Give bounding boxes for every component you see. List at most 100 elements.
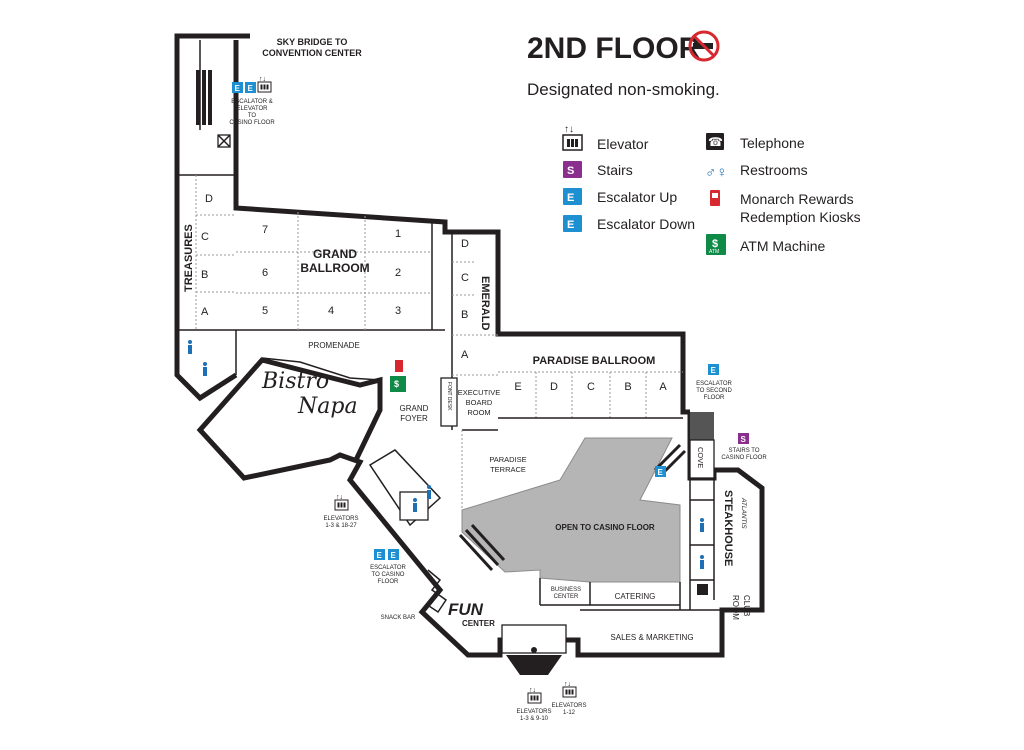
open-casino-label: OPEN TO CASINO FLOOR xyxy=(555,523,655,532)
elevators-bottom-2: 1-3 & 9-10 xyxy=(520,716,549,722)
legend-telephone-label: Telephone xyxy=(740,135,805,151)
restroom-elevator-bank-icon xyxy=(413,498,417,512)
legend-kiosk-icon xyxy=(710,190,720,206)
elevators-right-1: ELEVATORS xyxy=(551,703,586,709)
ballroom-5: 5 xyxy=(262,305,268,317)
business-center-1: BUSINESS xyxy=(551,587,581,593)
ballroom-4: 4 xyxy=(328,305,334,317)
svg-text:↑↓: ↑↓ xyxy=(564,124,574,135)
grand-ballroom-grid xyxy=(236,212,433,330)
treasures-room-d: D xyxy=(205,193,213,205)
ballroom-6: 6 xyxy=(262,267,268,279)
grand-ballroom-label-2: BALLROOM xyxy=(300,261,369,275)
svg-text:E: E xyxy=(711,366,717,375)
steakhouse-area xyxy=(689,478,715,610)
snack-bar-label: SNACK BAR xyxy=(381,615,416,621)
sky-bridge-label-2: CONVENTION CENTER xyxy=(262,48,362,58)
legend-escalator-down-icon: E xyxy=(563,215,582,232)
business-catering xyxy=(539,578,722,611)
escalator-up-map-icon: E xyxy=(232,82,243,93)
bistro-label: Bistro xyxy=(261,369,329,394)
treasures-room-b: B xyxy=(201,269,208,281)
paradise-ballroom-label: PARADISE BALLROOM xyxy=(533,355,656,367)
svg-text:☎: ☎ xyxy=(708,135,723,149)
sales-marketing-label: SALES & MARKETING xyxy=(610,633,693,642)
legend-stairs-label: Stairs xyxy=(597,162,633,178)
elevator-bridge-map-icon: ↑↓ xyxy=(257,76,272,93)
fun-center-label-1: FUN xyxy=(448,600,484,619)
escalator-second-2-map-icon: E xyxy=(655,466,666,477)
paradise-terrace-2: TERRACE xyxy=(490,465,526,474)
esc-casino-2: TO CASINO xyxy=(372,572,405,578)
elevators-left-1: ELEVATORS xyxy=(323,516,358,522)
legend-restrooms-icon: ♂♀ xyxy=(705,164,728,181)
atm-map-icon: $ xyxy=(390,376,406,392)
ballroom-3: 3 xyxy=(395,305,401,317)
sky-bridge-label-1: SKY BRIDGE TO xyxy=(277,37,348,47)
exec-board-2: BOARD xyxy=(466,398,493,407)
escalator-second-map-icon: E xyxy=(708,364,719,375)
legend-atm-icon: $ ATM xyxy=(706,234,726,255)
emerald-label: EMERALD xyxy=(479,276,491,330)
paradise-room-a: A xyxy=(659,381,667,393)
treasures-room-a: A xyxy=(201,306,209,318)
room-label: ROOM xyxy=(731,595,740,620)
svg-text:↑↓: ↑↓ xyxy=(564,681,571,688)
restroom-elevator-bank-2-icon xyxy=(427,485,431,499)
svg-text:E: E xyxy=(391,551,397,560)
legend-escalator-up-label: Escalator Up xyxy=(597,189,677,205)
legend-telephone-icon: ☎ xyxy=(706,133,724,150)
elevator-right-map-icon: ↑↓ xyxy=(562,681,577,698)
stairs-casino-2: CASINO FLOOR xyxy=(721,455,767,461)
grand-ballroom-label-1: GRAND xyxy=(313,247,357,261)
fun-center-label-2: CENTER xyxy=(462,619,495,628)
atlantis-label: ATLANTIS xyxy=(740,497,747,529)
svg-text:E: E xyxy=(377,551,383,560)
paradise-room-e: E xyxy=(514,381,521,393)
svg-text:E: E xyxy=(248,84,254,93)
escalator-casino-down-icon: E xyxy=(388,549,399,560)
kiosk-map-icon xyxy=(395,360,403,372)
svg-text:$: $ xyxy=(712,238,718,250)
legend: ↑↓ Elevator S Stairs E Escalator Up E Es… xyxy=(562,124,861,255)
nonsmoking-subtitle: Designated non-smoking. xyxy=(527,80,720,99)
ballroom-7: 7 xyxy=(262,224,268,236)
exec-board-3: ROOM xyxy=(467,408,490,417)
legend-atm-label: ATM Machine xyxy=(740,238,826,254)
stairs-casino-1: STAIRS TO xyxy=(728,448,759,454)
legend-restrooms-label: Restrooms xyxy=(740,162,808,178)
svg-text:S: S xyxy=(741,435,747,444)
promenade-label: PROMENADE xyxy=(308,341,360,350)
napa-label: Napa xyxy=(297,394,358,419)
treasures-room-c: C xyxy=(201,231,209,243)
paradise-room-c: C xyxy=(587,381,595,393)
elevator-left-map-icon: ↑↓ xyxy=(334,494,349,511)
legend-elevator-icon: ↑↓ xyxy=(562,124,583,151)
elevators-left-2: 1-3 & 18-27 xyxy=(325,523,357,529)
floor-header: 2ND FLOOR Designated non-smoking. xyxy=(527,30,720,99)
svg-text:♂♀: ♂♀ xyxy=(705,164,728,181)
catering-label: CATERING xyxy=(615,592,656,601)
business-center-2: CENTER xyxy=(554,594,579,600)
paradise-ballroom-grid xyxy=(461,371,683,510)
svg-text:↑↓: ↑↓ xyxy=(529,687,536,694)
svg-text:E: E xyxy=(658,468,664,477)
treasures-label: TREASURES xyxy=(183,224,195,292)
restroom-left-wing-2-icon xyxy=(203,362,207,376)
treasures-rooms xyxy=(195,175,236,330)
legend-escalator-up-icon: E xyxy=(563,188,582,205)
svg-text:$: $ xyxy=(394,379,399,389)
legend-kiosk-label-2: Redemption Kiosks xyxy=(740,209,861,225)
ballroom-2: 2 xyxy=(395,267,401,279)
esc-casino-1: ESCALATOR xyxy=(370,565,406,571)
exec-board-1: EXECUTIVE xyxy=(458,388,501,397)
elevators-bottom-1: ELEVATORS xyxy=(516,709,551,715)
snack-bar-outline xyxy=(425,569,448,614)
svg-text:↑↓: ↑↓ xyxy=(259,76,266,83)
paradise-room-b: B xyxy=(624,381,631,393)
svg-text:↑↓: ↑↓ xyxy=(336,494,343,501)
stairs-casino-map-icon: S xyxy=(738,433,749,444)
legend-stairs-icon: S xyxy=(563,161,582,178)
font-desk-box xyxy=(440,377,458,427)
